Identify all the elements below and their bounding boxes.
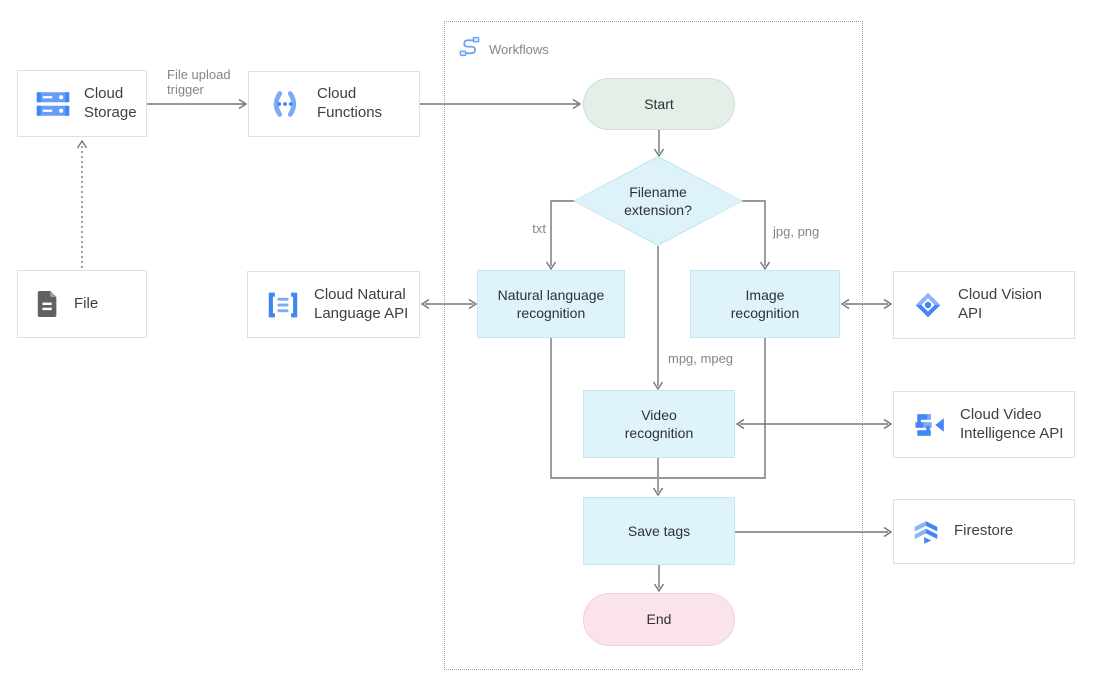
cloud-functions-icon: [266, 85, 304, 123]
cloud-functions-label: Cloud Functions: [317, 85, 383, 121]
firestore-icon: [911, 517, 941, 547]
cloud-natural-language-api-label: Cloud Natural Language API: [314, 285, 409, 322]
decision-label: Filename extension?: [624, 183, 692, 218]
workflows-group-label: Workflows: [489, 41, 549, 57]
save-tags-label: Save tags: [627, 522, 691, 539]
flow-node-natural-language-recognition: Natural language recognition: [477, 270, 625, 338]
workflows-icon: [458, 35, 481, 63]
flow-node-image-recognition: Image recognition: [690, 270, 840, 338]
video-intelligence-api-icon: [911, 410, 947, 440]
cloud-vision-api-node: Cloud Vision API: [893, 271, 1075, 339]
file-icon: [35, 289, 61, 319]
image-recognition-label: Image recognition: [730, 286, 800, 321]
end-label: End: [646, 611, 672, 628]
cloud-natural-language-api-node: Cloud Natural Language API: [247, 271, 420, 338]
flow-node-end: End: [583, 593, 735, 646]
workflows-group-border: [444, 21, 863, 670]
video-recognition-label: Video recognition: [624, 406, 694, 441]
edge-label-jpg-png: jpg, png: [773, 224, 820, 239]
flow-node-video-recognition: Video recognition: [583, 390, 735, 458]
flow-node-start: Start: [583, 78, 735, 130]
cloud-storage-node: Cloud Storage: [17, 70, 147, 137]
firestore-label: Firestore: [954, 522, 1014, 540]
cloud-storage-label: Cloud Storage: [84, 84, 137, 121]
firestore-node: Firestore: [893, 499, 1075, 564]
natural-language-recognition-label: Natural language recognition: [497, 286, 605, 321]
edge-label-mpg-mpeg: mpg, mpeg: [668, 351, 734, 366]
cloud-video-intelligence-api-label: Cloud Video Intelligence API: [960, 405, 1064, 442]
cloud-storage-icon: [35, 90, 71, 118]
cloud-functions-node: Cloud Functions: [248, 71, 420, 137]
flow-node-save-tags: Save tags: [583, 497, 735, 565]
edge-label-txt: txt: [532, 221, 546, 236]
workflows-group-header: Workflows: [458, 35, 549, 63]
edge-label-file-upload-trigger: File upload trigger: [167, 67, 231, 97]
vision-api-icon: [911, 288, 945, 322]
file-node: File: [17, 270, 147, 338]
start-label: Start: [644, 95, 674, 112]
natural-language-api-icon: [265, 290, 301, 320]
flow-node-decision: Filename extension?: [573, 156, 743, 246]
file-label: File: [74, 294, 99, 312]
cloud-vision-api-label: Cloud Vision API: [958, 286, 1042, 322]
cloud-video-intelligence-api-node: Cloud Video Intelligence API: [893, 391, 1075, 458]
